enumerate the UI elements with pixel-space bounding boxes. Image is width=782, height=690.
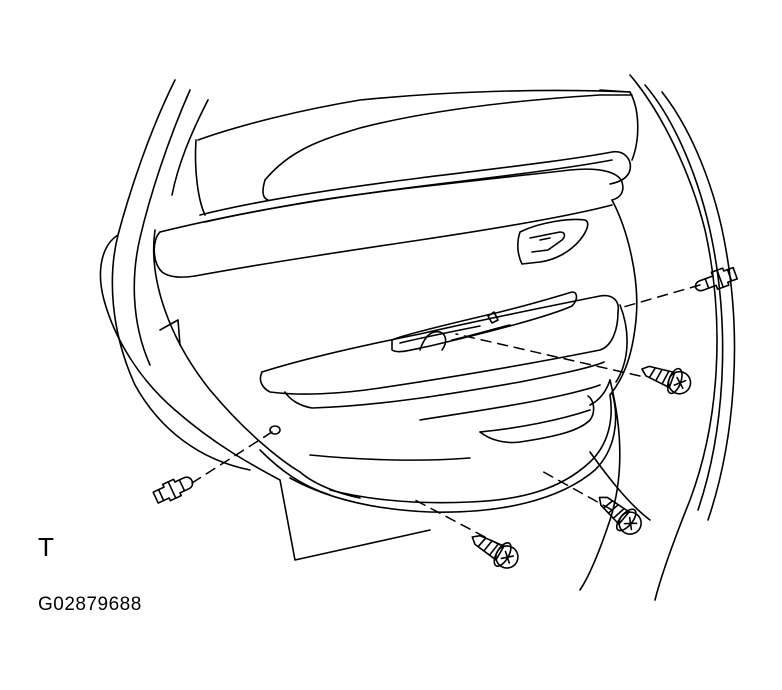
screw-lower-right	[598, 496, 642, 535]
trim-clip-upper-right	[694, 266, 739, 292]
armrest	[259, 294, 628, 409]
screw-bottom	[471, 534, 519, 569]
belt-molding	[153, 150, 632, 278]
leader-lines	[191, 284, 701, 546]
door-trim-panel	[152, 199, 638, 513]
inside-handle	[517, 218, 589, 265]
screw-upper	[641, 365, 692, 395]
figure-code: G02879688	[38, 594, 142, 615]
window-opening	[262, 94, 633, 201]
trim-clip-left	[152, 476, 194, 504]
view-letter: T	[38, 532, 54, 562]
switch-base	[391, 291, 578, 353]
map-pocket	[309, 384, 601, 461]
clip-hole	[269, 425, 281, 435]
door-frame	[99, 74, 736, 601]
